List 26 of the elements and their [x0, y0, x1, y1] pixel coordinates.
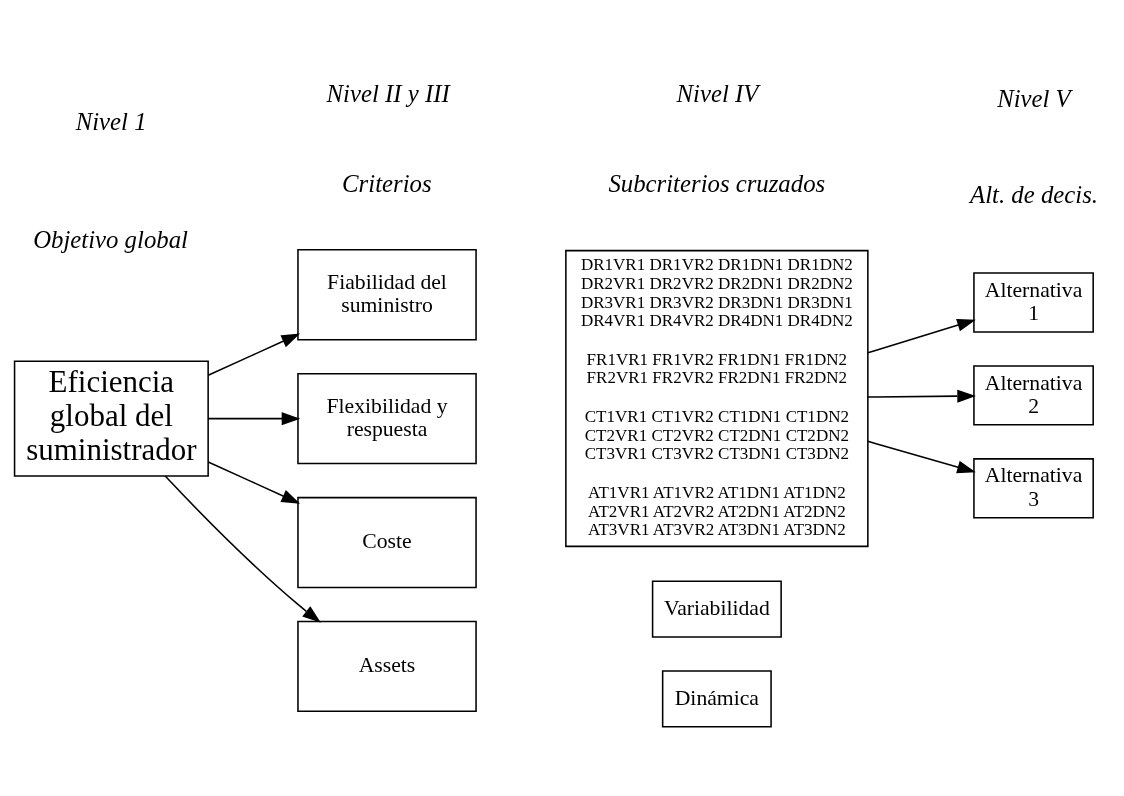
label: Nivel II y III [326, 79, 450, 107]
node-box: Dinámica [661, 669, 772, 728]
node-box: Variabilidad [651, 579, 782, 638]
label: Nivel IV [676, 79, 759, 107]
node-box: Eficiencia global del suministrador [13, 360, 209, 477]
label: Nivel 1 [75, 107, 147, 135]
node-box: DR1VR1 DR1VR2 DR1DN1 DR1DN2 DR2VR1 DR2VR2 DR2DN1 DR2DN2 DR3VR1 DR3VR2 DR3DN1 DR3DN1 DR4VR1 DR4VR2 DR4DN1 DR4DN2 FR1VR1 FR1VR2 FR1DN1 FR1DN2 FR2VR1 FR2VR2 FR2DN1 FR2DN2 CT1VR1 CT1VR2 CT1DN1 CT1DN2 CT2VR1 CT2VR2 CT2DN1 CT2DN2 CT3VR1 CT3VR2 CT3DN1 CT3DN2 AT1VR1 AT1VR2 AT1DN1 AT1DN2 AT2VR1 AT2VR2 AT2DN1 AT2DN2 AT3VR1 AT3VR2 AT3DN1 AT3DN2 [565, 249, 869, 547]
node-box: Fiabilidad del suministro [297, 248, 477, 340]
label: Subcriterios cruzados [608, 169, 826, 197]
arrow [867, 389, 976, 403]
node-box: Alternativa 3 [973, 457, 1094, 518]
label: Alt. de decis. [970, 180, 1098, 208]
node-box: Flexibilidad y respuesta [297, 372, 477, 464]
node-box: Coste [297, 496, 477, 588]
arrow [867, 318, 976, 353]
label: Criterios [342, 169, 432, 197]
label: Nivel V [997, 84, 1071, 112]
arrow [207, 333, 301, 376]
node-box: Assets [297, 620, 477, 712]
arrow [207, 460, 301, 504]
arrow [207, 411, 301, 425]
label: Objetivo global [33, 225, 188, 253]
arrow [867, 440, 976, 473]
node-box: Alternativa 1 [973, 271, 1094, 333]
arrow [164, 474, 321, 623]
node-box: Alternativa 2 [973, 364, 1094, 426]
